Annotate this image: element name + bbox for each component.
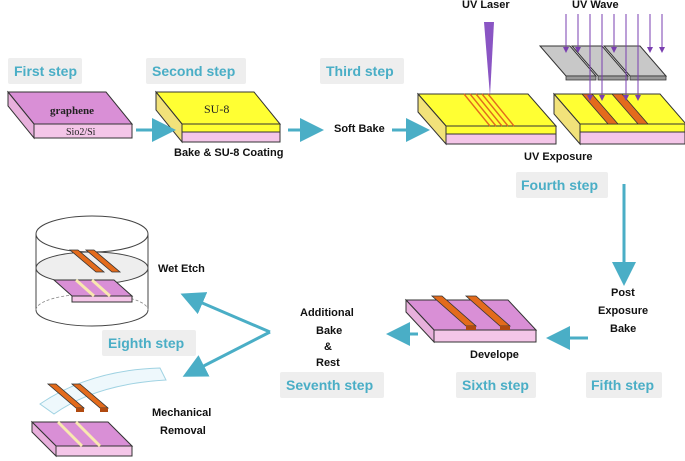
uv-exposure-block — [552, 92, 685, 146]
graphene-label: graphene — [50, 105, 94, 117]
wet-etch-beaker — [35, 215, 149, 327]
substrate-label: Sio2/Si — [66, 127, 96, 138]
uv-wave-arrows — [563, 14, 665, 101]
post-exposure-caption: Post Exposure Bake — [598, 287, 648, 335]
bake-coating-caption: Bake & SU-8 Coating — [174, 147, 283, 159]
step-label-fourth: Fourth step — [516, 172, 608, 198]
uv-wave-label: UV Wave — [572, 0, 619, 11]
soft-bake-caption: Soft Bake — [334, 123, 385, 135]
develope-caption: Develope — [470, 349, 519, 361]
flow-arrows — [136, 118, 636, 377]
step-label-fifth: Fifth step — [586, 372, 662, 398]
step-label-third: Third step — [320, 58, 404, 84]
svg-text:&: & — [324, 341, 332, 353]
svg-text:Fourth step: Fourth step — [521, 177, 598, 193]
uv-laser-beam — [484, 22, 494, 96]
svg-text:Sixth step: Sixth step — [462, 377, 529, 393]
uv-exposure-caption: UV Exposure — [524, 151, 592, 163]
mechanical-removal-caption: Mechanical Removal — [152, 407, 211, 437]
svg-text:Second step: Second step — [152, 63, 235, 79]
svg-text:First step: First step — [14, 63, 77, 79]
step3-block — [416, 92, 558, 146]
step2-block: SU-8 — [154, 90, 282, 144]
svg-text:Exposure: Exposure — [598, 305, 648, 317]
svg-text:Third step: Third step — [326, 63, 394, 79]
svg-text:Seventh step: Seventh step — [286, 377, 373, 393]
su8-label: SU-8 — [204, 102, 229, 116]
svg-text:Removal: Removal — [160, 425, 206, 437]
step-label-eighth: Eighth step — [102, 330, 196, 356]
arrow-7-8-down — [182, 330, 271, 377]
svg-text:Eighth step: Eighth step — [108, 335, 184, 351]
svg-text:Fifth step: Fifth step — [591, 377, 654, 393]
uv-laser-label: UV Laser — [462, 0, 510, 11]
photomask — [538, 45, 668, 81]
arrow-7-8-up — [180, 292, 271, 334]
svg-text:Additional: Additional — [300, 307, 354, 319]
step1-block: graphene Sio2/Si — [6, 90, 134, 140]
step-label-first: First step — [8, 58, 82, 84]
svg-text:Bake: Bake — [610, 323, 636, 335]
step-label-sixth: Sixth step — [456, 372, 536, 398]
svg-text:Rest: Rest — [316, 357, 340, 369]
step-label-seventh: Seventh step — [280, 372, 384, 398]
svg-text:Post: Post — [611, 287, 635, 299]
additional-bake-caption: Additional Bake & Rest — [300, 307, 354, 369]
step-label-second: Second step — [146, 58, 246, 84]
mechanical-removal — [30, 367, 167, 458]
svg-text:Bake: Bake — [316, 325, 342, 337]
svg-text:Mechanical: Mechanical — [152, 407, 211, 419]
wet-etch-caption: Wet Etch — [158, 263, 205, 275]
developed-block — [404, 295, 538, 344]
